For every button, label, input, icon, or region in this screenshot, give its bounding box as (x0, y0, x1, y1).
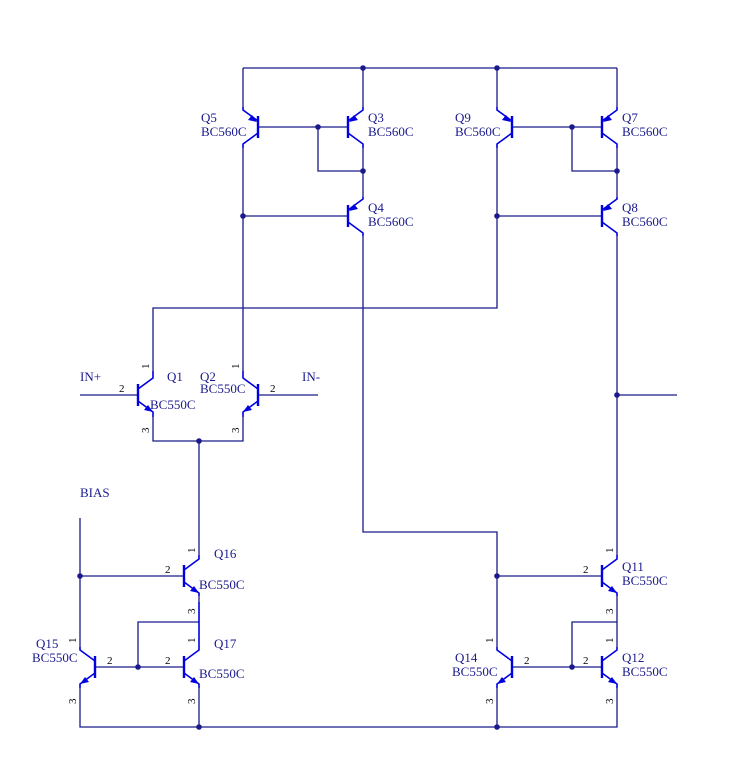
component-labels: Q5 BC560C Q3 BC560C Q9 BC560C Q7 BC560C … (32, 110, 668, 681)
q11-part: BC550C (622, 573, 668, 588)
pin-number: 1 (604, 548, 616, 554)
q3-ref: Q3 (368, 110, 384, 125)
junction-dot (315, 124, 321, 130)
pin-number: 3 (604, 698, 616, 704)
q12-ref: Q12 (622, 650, 644, 665)
pin-number: 2 (107, 655, 113, 667)
q15-part: BC550C (32, 650, 78, 665)
junction-dot (360, 65, 366, 71)
transistor-q7[interactable] (600, 107, 618, 148)
pin-number: 1 (484, 638, 496, 644)
q1-ref: Q1 (167, 369, 183, 384)
q5-ref: Q5 (201, 110, 217, 125)
pin-number: 3 (484, 698, 496, 704)
transistor-q5[interactable] (242, 107, 260, 148)
pin-number: 2 (583, 564, 589, 576)
junction-dot (77, 573, 83, 579)
pin-number: 3 (186, 608, 198, 614)
wire-q12-link (571, 621, 617, 667)
q8-ref: Q8 (622, 200, 638, 215)
q12-part: BC550C (622, 664, 668, 679)
in-plus-label: IN+ (80, 369, 101, 384)
transistor-q14[interactable] (496, 647, 514, 688)
junction-dot (360, 168, 366, 174)
pin-number: 3 (186, 698, 198, 704)
q8-part: BC560C (622, 214, 668, 229)
pin-number: 2 (119, 383, 125, 395)
q11-ref: Q11 (622, 559, 644, 574)
q17-part: BC550C (199, 666, 245, 681)
q9-part: BC560C (455, 124, 501, 139)
pin-number: 1 (230, 364, 242, 370)
pin-number: 2 (524, 655, 530, 667)
q2-ref: Q2 (200, 369, 216, 384)
transistor-q15[interactable] (79, 647, 97, 688)
pin-number: 1 (604, 638, 616, 644)
transistor-q12[interactable] (600, 647, 618, 688)
q17-ref: Q17 (214, 636, 237, 651)
q1-part: BC550C (150, 397, 196, 412)
transistor-q9[interactable] (496, 107, 514, 148)
junction-dot (569, 124, 575, 130)
pin-number: 1 (186, 548, 198, 554)
pin-number: 1 (67, 638, 79, 644)
pin-number: 2 (583, 655, 589, 667)
q4-part: BC560C (368, 214, 414, 229)
transistor-q11[interactable] (600, 555, 618, 596)
q3-part: BC560C (368, 124, 414, 139)
junction-dot (196, 724, 202, 730)
transistor-q3[interactable] (346, 107, 364, 148)
bias-label: BIAS (80, 485, 110, 500)
junction-dot (135, 664, 141, 670)
q9-ref: Q9 (455, 110, 471, 125)
wire-q7-diode (571, 127, 617, 172)
pin-number: 2 (165, 564, 171, 576)
pin-number: 3 (140, 427, 152, 433)
in-minus-label: IN- (302, 369, 320, 384)
pin-number: 3 (67, 698, 79, 704)
transistor-q16[interactable] (182, 555, 200, 596)
q4-ref: Q4 (368, 200, 384, 215)
q2-part: BC550C (200, 381, 246, 396)
q5-part: BC560C (201, 124, 247, 139)
wire-q4-collector (362, 236, 498, 647)
transistor-q4[interactable] (346, 197, 364, 236)
junction-dot (494, 65, 500, 71)
junction-dot (614, 392, 620, 398)
transistor-q17[interactable] (182, 602, 200, 688)
bottom-rail-wire (79, 688, 618, 728)
transistor-q1[interactable] (136, 371, 154, 417)
q15-ref: Q15 (36, 636, 58, 651)
junction-dot (494, 724, 500, 730)
pin-number: 3 (230, 427, 242, 433)
wire-q9-collector (152, 148, 498, 371)
pin-number: 1 (186, 638, 198, 644)
junction-dot (614, 168, 620, 174)
q16-ref: Q16 (214, 546, 237, 561)
q7-ref: Q7 (622, 110, 638, 125)
junction-dot (494, 573, 500, 579)
transistor-q2[interactable] (242, 371, 260, 417)
junctions (77, 65, 620, 730)
pin-number: 3 (604, 608, 616, 614)
pin-number: 1 (140, 364, 152, 370)
junction-dot (494, 213, 500, 219)
wire-q17-link (137, 621, 199, 667)
junction-dot (240, 213, 246, 219)
junction-dot (196, 438, 202, 444)
transistor-q8[interactable] (600, 197, 618, 236)
pin-number: 2 (270, 383, 276, 395)
pin-number: 2 (165, 655, 171, 667)
pin-numbers: 1 2 3 1 2 3 1 2 3 1 2 3 1 2 3 1 2 3 1 2 … (67, 364, 616, 705)
q16-part: BC550C (199, 577, 245, 592)
q14-ref: Q14 (455, 650, 478, 665)
junction-dot (569, 664, 575, 670)
q14-part: BC550C (452, 664, 498, 679)
q7-part: BC560C (622, 124, 668, 139)
wire-q3-diode (317, 127, 363, 172)
